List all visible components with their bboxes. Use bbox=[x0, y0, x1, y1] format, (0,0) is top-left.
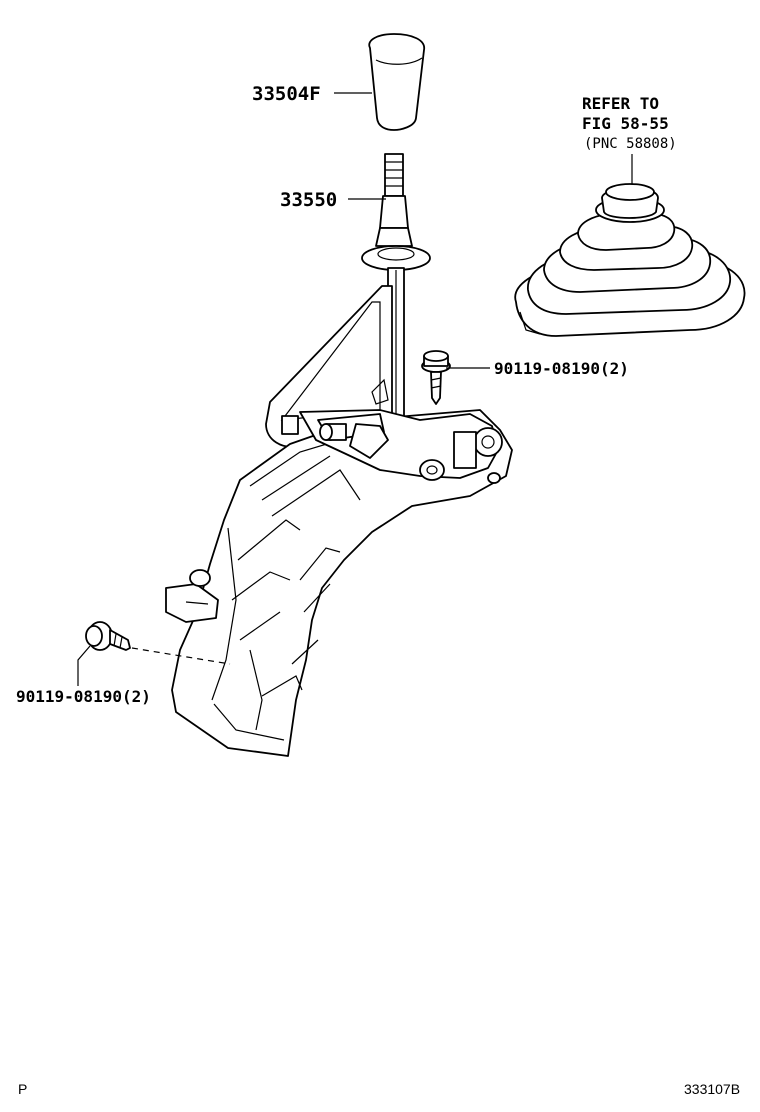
label-refer-line1: REFER TO bbox=[582, 94, 659, 113]
label-refer-line3: (PNC 58808) bbox=[584, 136, 677, 152]
label-lever: 33550 bbox=[280, 189, 337, 211]
bolt-right bbox=[421, 350, 451, 405]
label-refer-line2: FIG 58-55 bbox=[582, 114, 669, 133]
label-bolt-left: 90119-08190(2) bbox=[16, 687, 151, 706]
footer-right-code: 333107B bbox=[684, 1081, 740, 1097]
label-knob: 33504F bbox=[252, 83, 321, 105]
shift-housing bbox=[165, 285, 513, 757]
leader-bolt-left bbox=[77, 645, 91, 686]
shift-boot bbox=[514, 183, 746, 337]
shift-knob bbox=[368, 33, 425, 131]
shift-lever bbox=[361, 153, 431, 419]
footer-left-code: P bbox=[18, 1081, 27, 1097]
label-bolt-right: 90119-08190(2) bbox=[494, 359, 629, 378]
bolt-left bbox=[85, 621, 231, 665]
